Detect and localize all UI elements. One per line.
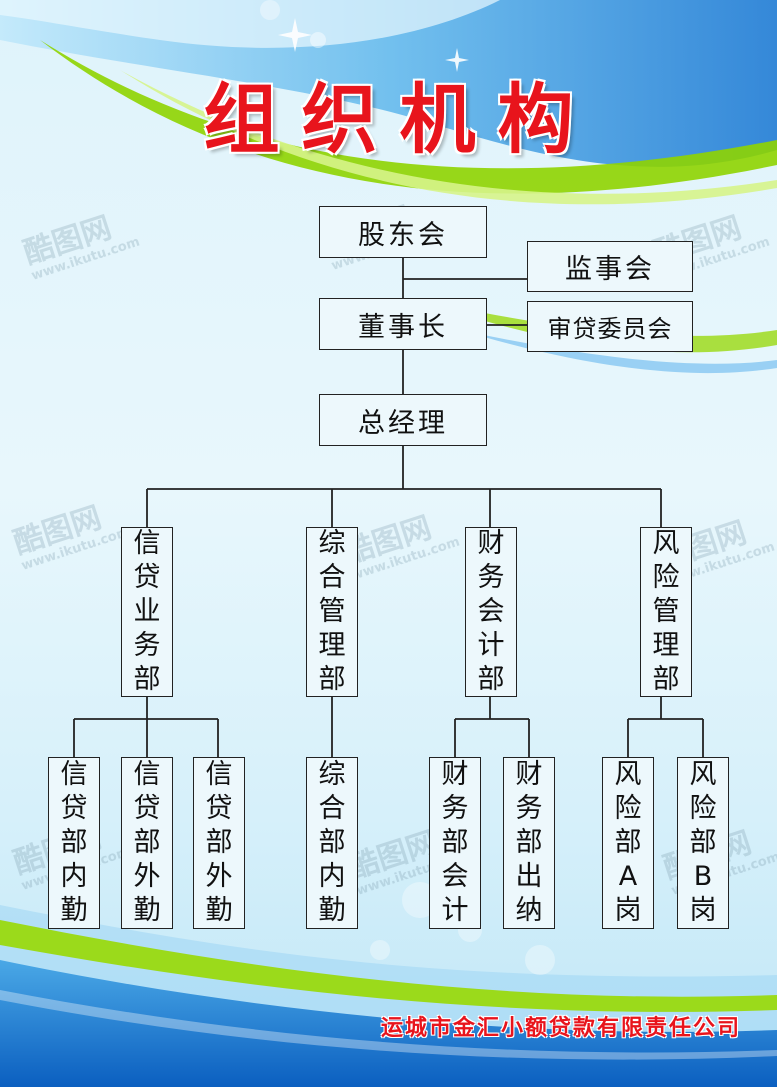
node-credit-committee: 审贷委员会: [527, 301, 693, 352]
node-dept-finance: 财务会计部: [465, 527, 517, 697]
page-title: 组织机构: [203, 75, 596, 164]
company-name: 运城市金汇小额贷款有限责任公司: [380, 1016, 741, 1041]
top-wave-green: [40, 40, 777, 194]
node-chairman: 董事长: [319, 298, 487, 350]
node-supervisors: 监事会: [527, 241, 693, 292]
node-general-manager: 总经理: [319, 394, 487, 446]
node-dept-risk: 风险管理部: [640, 527, 692, 697]
sparkle-icons: [260, 0, 469, 72]
node-finance-cashier: 财务部出纳: [503, 757, 555, 929]
node-finance-accounting: 财务部会计: [429, 757, 481, 929]
node-dept-admin: 综合管理部: [306, 527, 358, 697]
node-credit-field-1: 信贷部外勤: [121, 757, 173, 929]
node-admin-internal: 综合部内勤: [306, 757, 358, 929]
node-dept-credit: 信贷业务部: [121, 527, 173, 697]
bottom-wave-blue: [0, 960, 777, 1087]
node-credit-field-2: 信贷部外勤: [193, 757, 245, 929]
top-wave-light: [0, 0, 500, 48]
bottom-wave-green: [0, 920, 777, 1012]
node-credit-internal: 信贷部内勤: [48, 757, 100, 929]
node-shareholders: 股东会: [319, 206, 487, 258]
